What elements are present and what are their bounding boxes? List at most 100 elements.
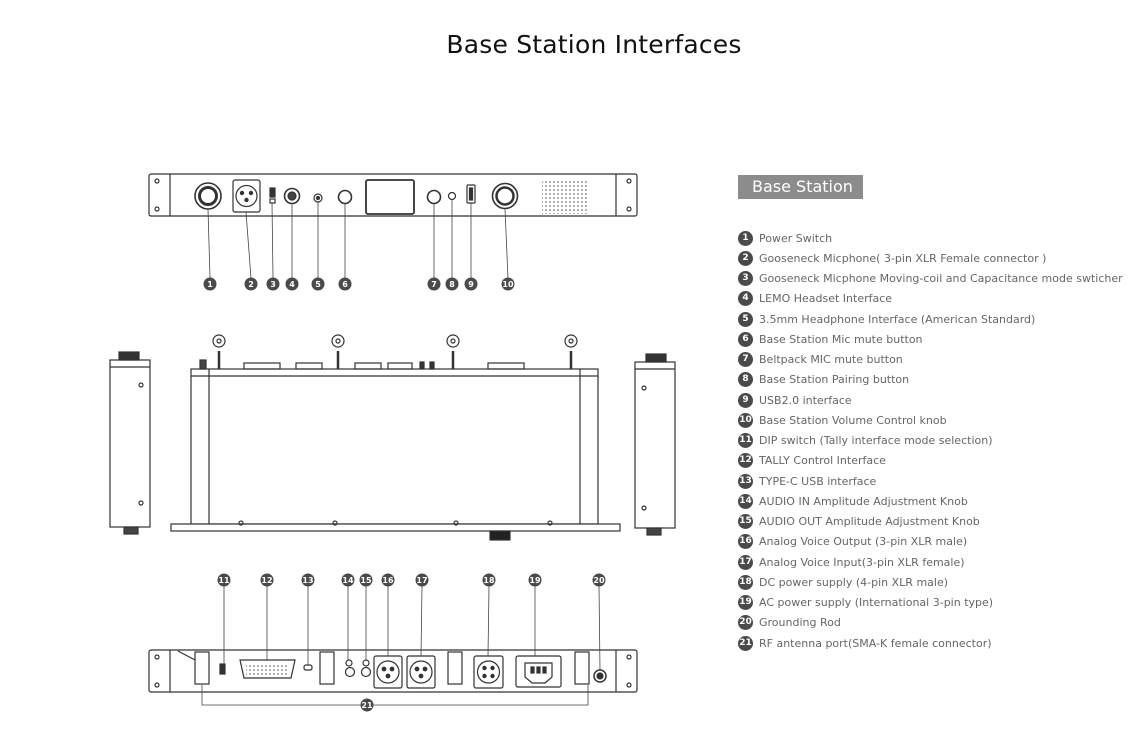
rear-callout-badge: 12 <box>260 573 274 587</box>
legend-number: 11 <box>738 433 753 449</box>
antenna-3 <box>446 334 460 369</box>
front-callout-badge: 5 <box>311 277 325 291</box>
legend-label: USB2.0 interface <box>759 393 852 407</box>
front-callout-badge: 6 <box>338 277 352 291</box>
rear-callout-badge: 20 <box>592 573 606 587</box>
rear-panel-view <box>148 649 638 693</box>
legend-number: 13 <box>738 473 753 489</box>
rear-callout-badge-text: 11 <box>218 576 230 585</box>
rear-callout-badge: 18 <box>482 573 496 587</box>
legend-number: 8 <box>738 372 753 388</box>
ac-port <box>515 655 562 688</box>
legend-label: Base Station Mic mute button <box>759 332 923 346</box>
front-callout-badge-text: 10 <box>502 280 514 289</box>
legend-number: 21 <box>738 635 753 651</box>
legend-label: DC power supply (4-pin XLR male) <box>759 575 949 589</box>
front-callout-badge-text: 2 <box>248 280 254 289</box>
dc-port <box>473 655 504 689</box>
legend-label: TYPE-C USB interface <box>759 474 877 488</box>
front-callout-badge-text: 8 <box>449 280 455 289</box>
legend-label: AUDIO IN Amplitude Adjustment Knob <box>759 494 968 508</box>
legend-number: 15 <box>738 514 753 530</box>
legend-number: 12 <box>738 453 753 469</box>
front-callout-badge: 2 <box>244 277 258 291</box>
rear-callout-badge-text: 12 <box>261 576 272 585</box>
legend-label: RF antenna port(SMA-K female connector) <box>759 636 992 650</box>
legend-number: 6 <box>738 331 753 347</box>
legend-item: 11 DIP switch (Tally interface mode selec… <box>738 431 1123 451</box>
page-title: Base Station Interfaces <box>446 30 742 59</box>
front-callout-badge-text: 5 <box>315 280 321 289</box>
rear-callout-badge-text: 14 <box>342 576 354 585</box>
legend-label: 3.5mm Headphone Interface (American Stan… <box>759 312 1036 326</box>
rear-callout-badge-text: 16 <box>382 576 394 585</box>
front-callout-badge-text: 6 <box>342 280 348 289</box>
antenna-callout-badge-text: 21 <box>361 701 373 710</box>
legend-item: 4 LEMO Headset Interface <box>738 289 1123 309</box>
front-callout-badge: 1 <box>203 277 217 291</box>
legend-item: 21 RF antenna port(SMA-K female connector… <box>738 633 1123 653</box>
rear-callout-numbers: 11 12 13 14 15 16 17 18 19 20 <box>217 573 606 587</box>
rear-callout-badge: 11 <box>217 573 231 587</box>
front-callout-badge-text: 9 <box>468 280 474 289</box>
lemo-port <box>283 187 301 205</box>
rear-callout-badge: 13 <box>301 573 315 587</box>
legend-item: 12 TALLY Control Interface <box>738 451 1123 471</box>
legend-item: 6 Base Station Mic mute button <box>738 329 1123 349</box>
legend-label: AC power supply (International 3-pin typ… <box>759 596 994 610</box>
right-side-view <box>634 353 676 536</box>
rear-callout-badge: 15 <box>359 573 373 587</box>
legend-label: LEMO Headset Interface <box>759 292 893 306</box>
legend-label: Gooseneck Micphone( 3-pin XLR Female con… <box>759 251 1047 265</box>
rear-callout-badge-text: 13 <box>302 576 313 585</box>
legend-number: 7 <box>738 352 753 368</box>
legend-label: Base Station Volume Control knob <box>759 413 947 427</box>
volume-knob <box>491 182 519 210</box>
front-callout-badge: 7 <box>427 277 441 291</box>
legend-number: 18 <box>738 574 753 590</box>
antenna-1 <box>212 334 226 369</box>
legend-label: DIP switch (Tally interface mode selecti… <box>759 434 993 448</box>
rear-callout-badge: 19 <box>528 573 542 587</box>
antenna-4 <box>564 334 578 369</box>
front-callout-badge: 9 <box>464 277 478 291</box>
legend-label: Power Switch <box>759 231 833 245</box>
legend-label: Base Station Pairing button <box>759 373 910 387</box>
rear-callout-badge-text: 19 <box>529 576 541 585</box>
legend-number: 3 <box>738 271 753 287</box>
front-callout-badge-text: 7 <box>431 280 437 289</box>
legend-number: 4 <box>738 291 753 307</box>
front-callout-badge-text: 1 <box>207 280 213 289</box>
top-view <box>170 334 621 541</box>
legend-number: 2 <box>738 250 753 266</box>
rear-callout-badge-text: 20 <box>593 576 605 585</box>
rear-callout-badge-text: 17 <box>416 576 427 585</box>
legend-item: 2 Gooseneck Micphone( 3-pin XLR Female co… <box>738 248 1123 268</box>
antenna-2 <box>331 334 345 369</box>
front-panel-view <box>148 173 638 217</box>
rear-callout-badge-text: 15 <box>360 576 372 585</box>
legend-number: 16 <box>738 534 753 550</box>
legend-label: TALLY Control Interface <box>759 454 886 468</box>
legend-item: 18 DC power supply (4-pin XLR male) <box>738 572 1123 592</box>
front-callout-badge: 3 <box>266 277 280 291</box>
left-side-view <box>109 351 151 535</box>
legend-number: 19 <box>738 595 753 611</box>
antenna-callout-badge: 21 <box>360 698 374 712</box>
legend-label: Gooseneck Micphone Moving-coil and Capac… <box>759 272 1123 286</box>
legend-item: 9 USB2.0 interface <box>738 390 1123 410</box>
legend-number: 9 <box>738 392 753 408</box>
legend-item: 13 TYPE-C USB interface <box>738 471 1123 491</box>
antenna-callout-number: 21 <box>360 698 374 712</box>
front-callouts <box>207 200 509 279</box>
